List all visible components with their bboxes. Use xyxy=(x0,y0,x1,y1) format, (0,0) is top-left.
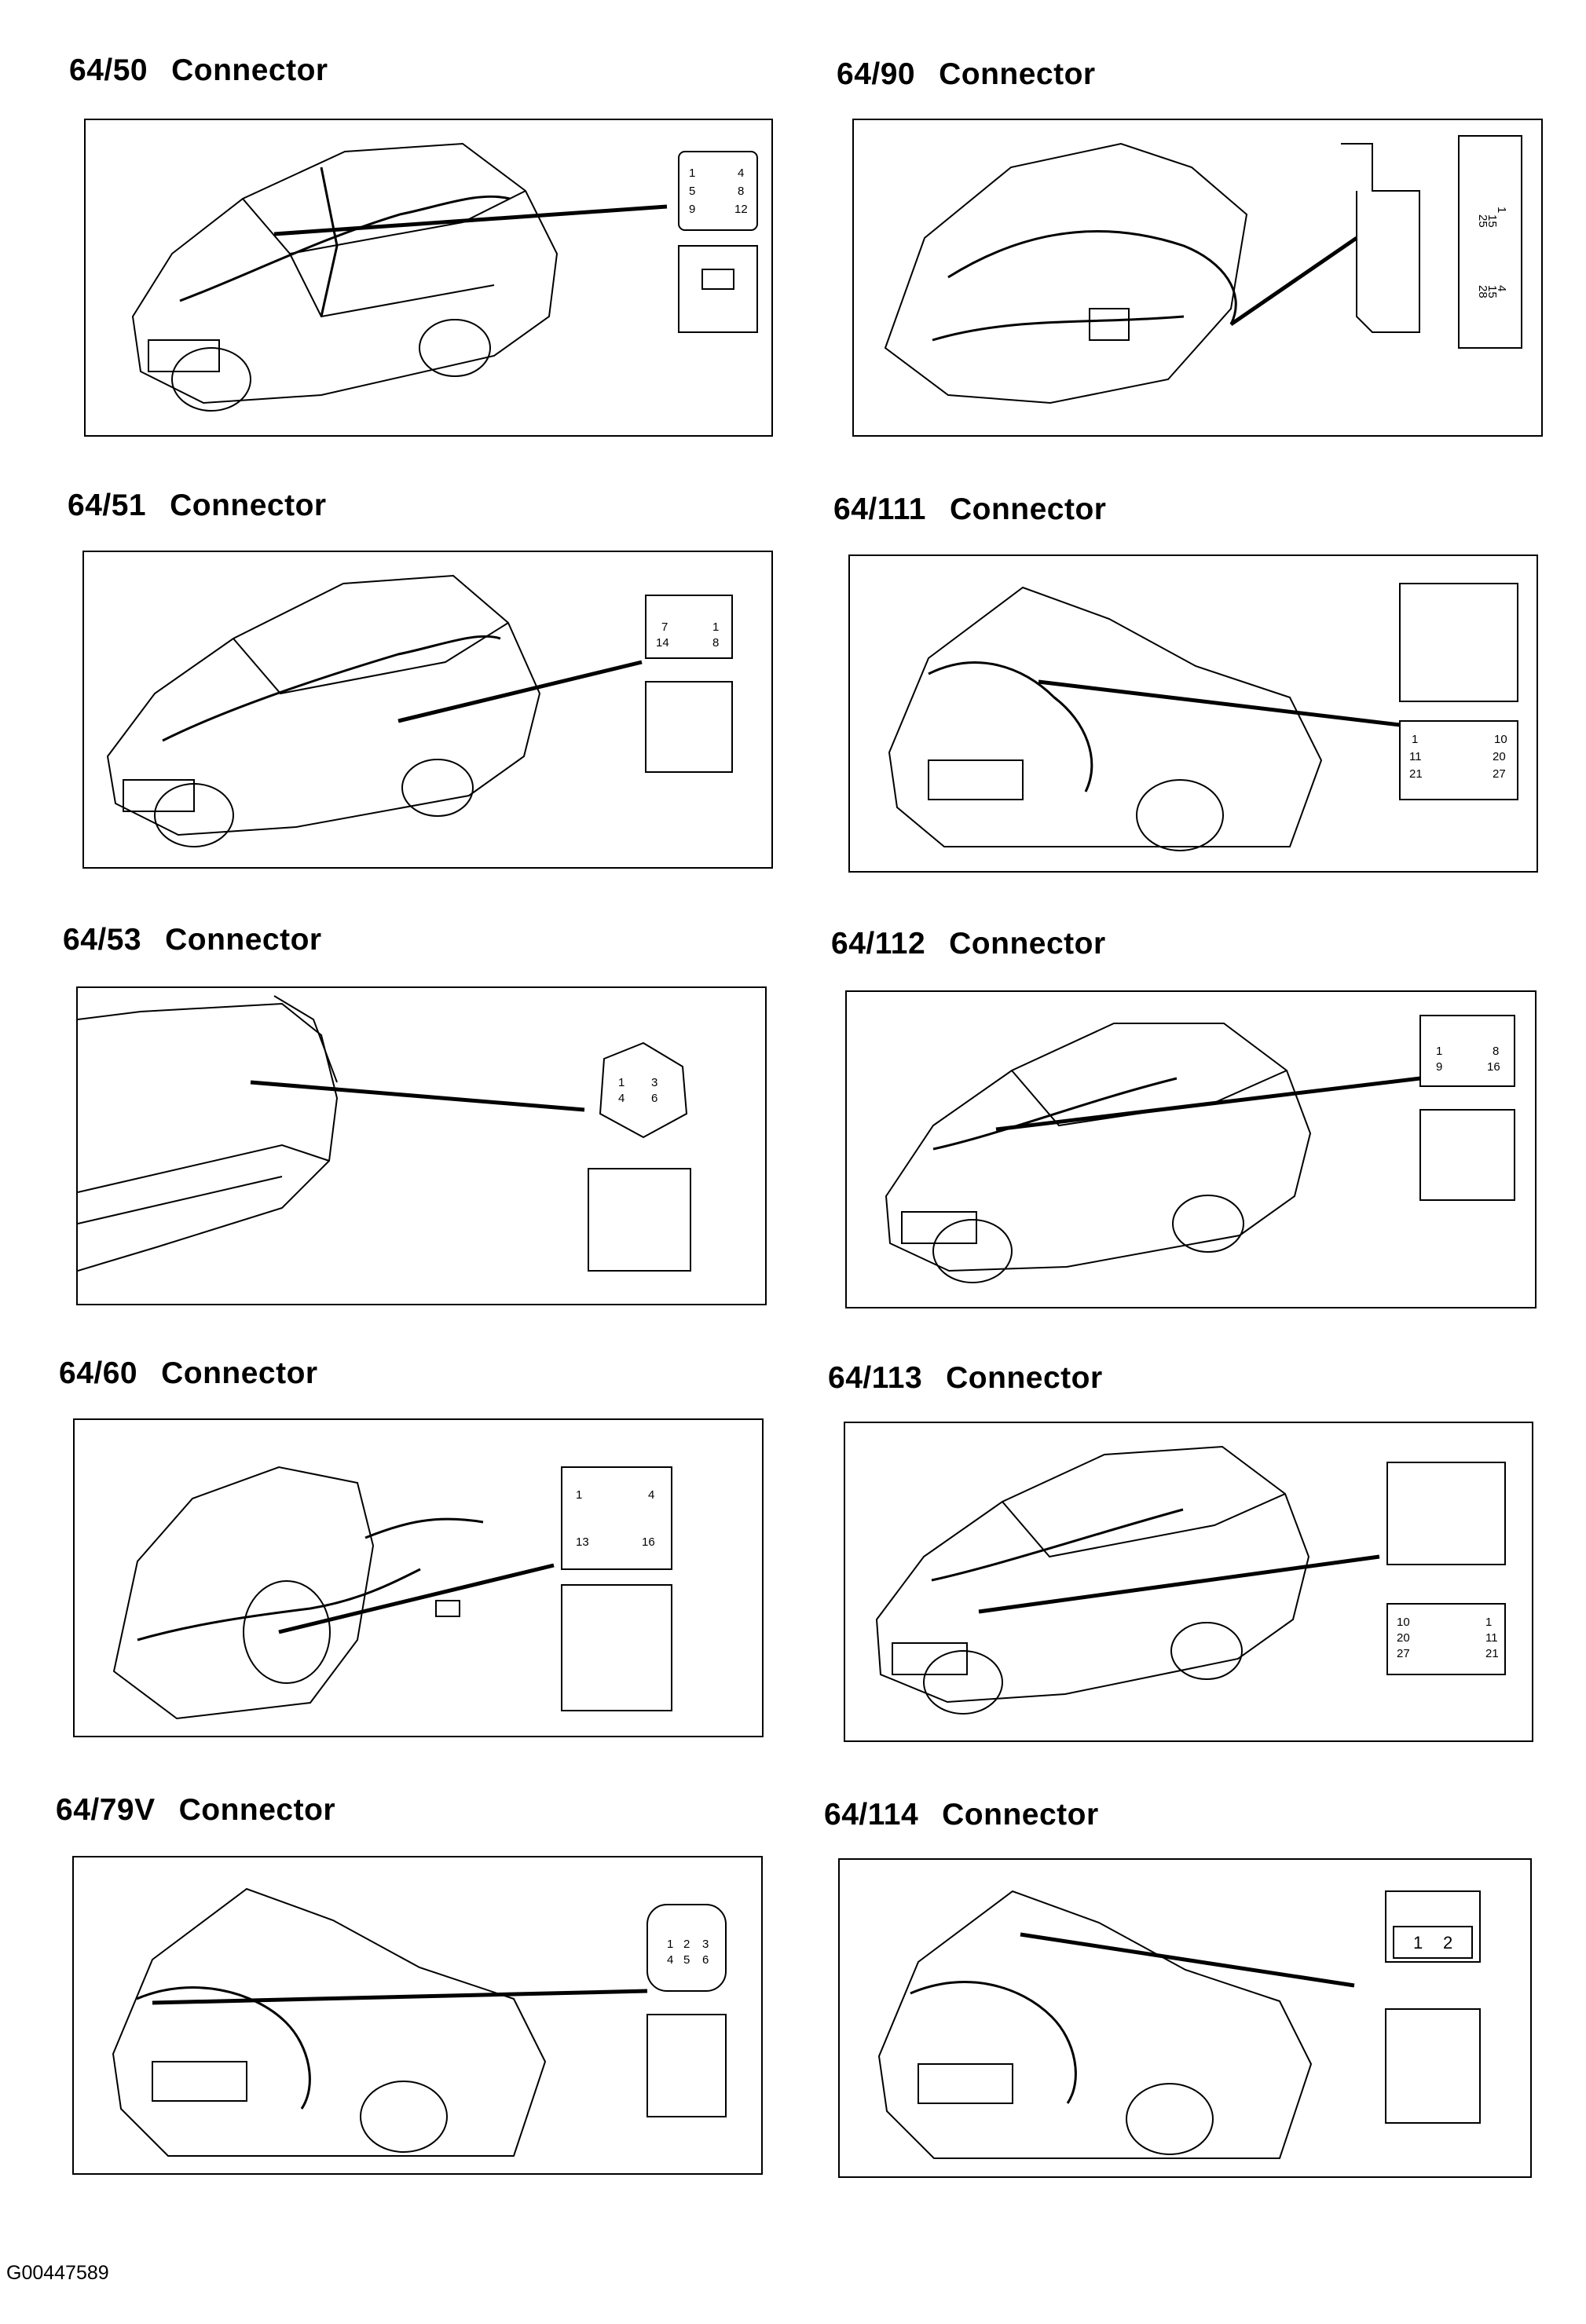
connector-diagram-64-50: 1 4 5 8 9 12 xyxy=(84,119,773,437)
pin-label: 27 xyxy=(1397,1647,1410,1660)
connector-diagram-64-60: 1 4 13 16 xyxy=(73,1418,764,1737)
connector-diagram-64-111: 1 10 11 20 21 27 xyxy=(848,554,1538,873)
pin-label: 14 xyxy=(656,636,669,650)
pin-label: 2 xyxy=(683,1938,690,1951)
pin-label: 2 xyxy=(1443,1933,1452,1953)
connector-label: Connector xyxy=(939,57,1096,91)
pin-label: 1 xyxy=(576,1488,582,1502)
pin-label: 4 xyxy=(667,1953,673,1967)
pin-label: 1 xyxy=(689,167,695,180)
pin-label: 8 xyxy=(738,185,744,198)
connector-title-64-79v: 64/79V Connector xyxy=(56,1793,335,1828)
pin-label: 28 xyxy=(1476,285,1489,298)
pin-label: 27 xyxy=(1493,767,1506,781)
pin-label: 8 xyxy=(712,636,719,650)
connector-title-64-111: 64/111 Connector xyxy=(833,492,1106,527)
pin-label: 15 xyxy=(1485,285,1499,298)
pin-label: 4 xyxy=(648,1488,654,1502)
connector-label: Connector xyxy=(171,53,328,87)
pin-label: 10 xyxy=(1494,733,1507,746)
connector-id: 64/50 xyxy=(69,53,148,87)
pin-label: 4 xyxy=(1495,285,1508,291)
pin-label: 20 xyxy=(1493,750,1506,763)
connector-id: 64/90 xyxy=(837,57,916,91)
pin-label: 4 xyxy=(618,1092,625,1105)
connector-id: 64/60 xyxy=(59,1356,138,1390)
pin-label: 10 xyxy=(1397,1616,1410,1629)
pin-label: 20 xyxy=(1397,1631,1410,1645)
engine-side-harness-illustration: 1 4 13 16 xyxy=(112,1466,672,1720)
pin-label: 1 xyxy=(712,620,719,634)
pin-label: 1 xyxy=(1495,207,1508,213)
pin-label: 1 xyxy=(1413,1933,1423,1953)
figure-code: G00447589 xyxy=(6,2262,109,2284)
rear-bumper-illustration: 1 3 4 6 xyxy=(78,995,691,1272)
connector-label: Connector xyxy=(165,923,322,957)
pin-label: 1 xyxy=(618,1076,625,1089)
pin-label: 21 xyxy=(1485,1647,1499,1660)
connector-label: Connector xyxy=(946,1361,1103,1395)
pin-label: 1 xyxy=(1412,733,1418,746)
pin-label: 12 xyxy=(734,203,748,216)
pin-label: 3 xyxy=(702,1938,709,1951)
connector-diagram-64-112: 1 8 9 16 xyxy=(845,990,1537,1308)
connector-label: Connector xyxy=(949,927,1106,961)
engine-harness-illustration: 1 15 25 4 15 28 xyxy=(884,135,1522,404)
pin-label: 6 xyxy=(702,1953,709,1967)
pin-label: 13 xyxy=(576,1535,589,1549)
pin-label: 1 xyxy=(1485,1616,1492,1629)
connector-diagram-64-90: 1 15 25 4 15 28 xyxy=(852,119,1543,437)
car-front-harness-illustration: 1 10 11 20 21 27 xyxy=(888,583,1518,851)
car-harness-illustration: 1 8 9 16 xyxy=(885,1015,1515,1283)
connector-title-64-114: 64/114 Connector xyxy=(824,1798,1099,1832)
pin-label: 5 xyxy=(683,1953,690,1967)
connector-title-64-51: 64/51 Connector xyxy=(68,489,327,523)
car-harness-illustration: 1 4 5 8 9 12 xyxy=(131,142,758,412)
connector-id: 64/51 xyxy=(68,489,147,522)
pin-label: 11 xyxy=(1409,750,1422,763)
connector-label: Connector xyxy=(170,489,327,522)
pin-label: 16 xyxy=(1487,1060,1500,1074)
car-harness-illustration: 10 1 20 11 27 21 xyxy=(875,1445,1506,1715)
connector-label: Connector xyxy=(161,1356,318,1390)
pin-label: 15 xyxy=(1485,214,1499,228)
connector-title-64-90: 64/90 Connector xyxy=(837,57,1096,92)
pin-label: 7 xyxy=(661,620,668,634)
connector-label: Connector xyxy=(949,492,1107,526)
connector-title-64-50: 64/50 Connector xyxy=(69,53,328,88)
connector-id: 64/79V xyxy=(56,1793,156,1827)
connector-title-64-113: 64/113 Connector xyxy=(828,1361,1103,1396)
car-front-harness-illustration: 1 2 3 4 5 6 xyxy=(112,1887,727,2157)
pin-label: 5 xyxy=(689,185,695,198)
connector-label: Connector xyxy=(942,1798,1099,1832)
pin-label: 16 xyxy=(642,1535,655,1549)
pin-label: 25 xyxy=(1476,214,1489,228)
pin-label: 1 xyxy=(1436,1045,1442,1058)
pin-label: 1 xyxy=(667,1938,673,1951)
connector-id: 64/112 xyxy=(831,927,926,961)
connector-diagram-64-114: 1 2 xyxy=(838,1858,1532,2178)
connector-id: 64/113 xyxy=(828,1361,923,1395)
connector-title-64-53: 64/53 Connector xyxy=(63,923,322,957)
connector-title-64-60: 64/60 Connector xyxy=(59,1356,318,1391)
connector-diagram-64-113: 10 1 20 11 27 21 xyxy=(844,1422,1533,1742)
connector-diagram-64-79v: 1 2 3 4 5 6 xyxy=(72,1856,763,2175)
connector-label: Connector xyxy=(178,1793,336,1827)
pin-label: 4 xyxy=(738,167,744,180)
pin-label: 21 xyxy=(1409,767,1423,781)
connector-id: 64/111 xyxy=(833,492,926,526)
connector-title-64-112: 64/112 Connector xyxy=(831,927,1106,961)
connector-diagram-64-51: 7 1 14 8 xyxy=(82,551,773,869)
pin-label: 11 xyxy=(1485,1631,1498,1645)
connector-id: 64/114 xyxy=(824,1798,919,1832)
pin-label: 3 xyxy=(651,1076,657,1089)
pin-label: 8 xyxy=(1493,1045,1499,1058)
car-harness-illustration: 7 1 14 8 xyxy=(106,574,733,847)
pin-label: 9 xyxy=(1436,1060,1442,1074)
connector-diagram-64-53: 1 3 4 6 xyxy=(76,986,767,1305)
car-front-harness-illustration: 1 2 xyxy=(877,1890,1481,2159)
pin-label: 6 xyxy=(651,1092,657,1105)
pin-label: 9 xyxy=(689,203,695,216)
connector-id: 64/53 xyxy=(63,923,142,957)
